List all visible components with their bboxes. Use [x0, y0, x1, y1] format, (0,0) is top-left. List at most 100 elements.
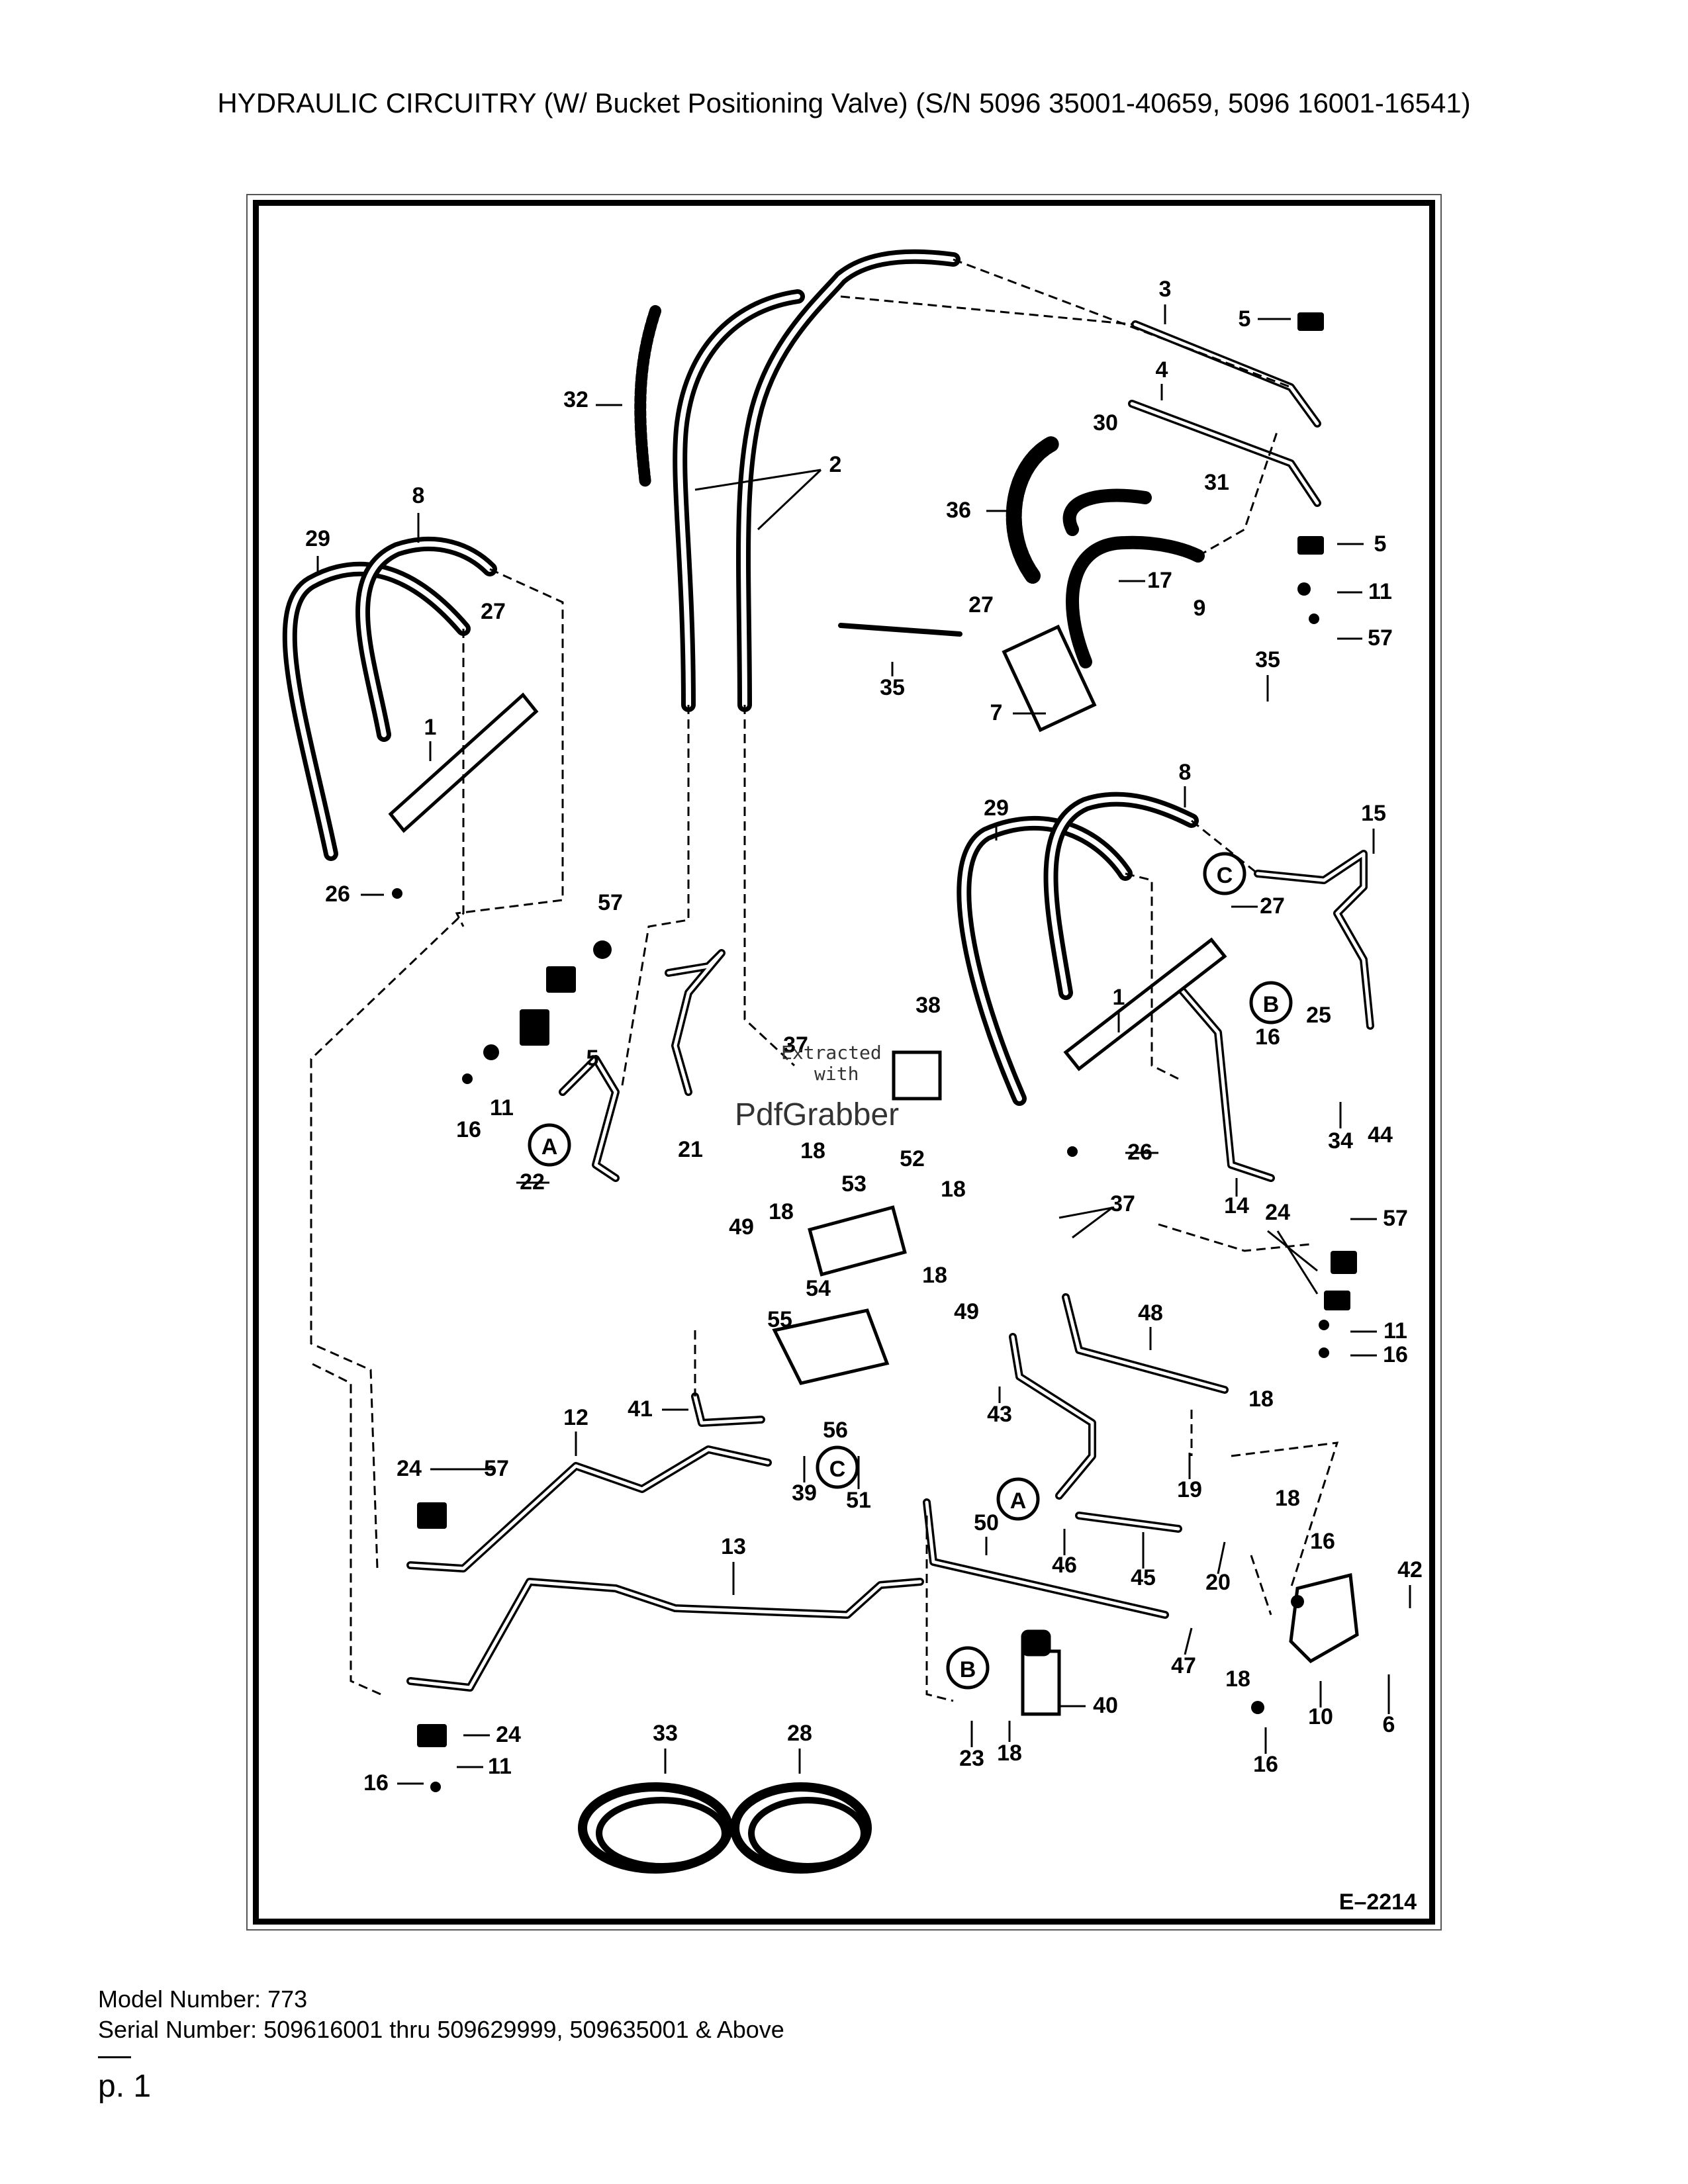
callout-label: 57 [1368, 625, 1393, 651]
callout-label: 1 [424, 715, 437, 740]
callout-label: 16 [1310, 1529, 1335, 1554]
callout-label: 23 [959, 1746, 984, 1771]
callout-label: 6 [1383, 1712, 1395, 1737]
callout-label: 35 [880, 675, 905, 700]
callout-label: 11 [490, 1095, 514, 1120]
callout-label: 33 [653, 1721, 678, 1746]
callout-label: 47 [1171, 1653, 1196, 1678]
callout-label: 5 [1239, 306, 1251, 332]
callout-label: 11 [1383, 1318, 1407, 1343]
callout-label: 51 [846, 1488, 871, 1513]
callout-label: 4 [1156, 357, 1168, 383]
circle-callout-letter: B [1263, 992, 1280, 1017]
figure-code: E–2214 [1339, 1889, 1417, 1915]
callout-label: 46 [1052, 1553, 1077, 1578]
callout-label: 39 [792, 1480, 817, 1506]
callout-label: 5 [1374, 531, 1387, 557]
circle-callout-ring [1249, 981, 1293, 1024]
callout-label: 52 [900, 1146, 925, 1171]
callout-label: 38 [915, 993, 941, 1018]
callout-label: 21 [678, 1137, 703, 1162]
callout-label: 48 [1138, 1300, 1163, 1326]
circle-callout: C [816, 1445, 859, 1489]
callout-label: 26 [325, 882, 350, 907]
circle-callout-letter: C [1217, 863, 1233, 888]
callout-label: 18 [1248, 1387, 1274, 1412]
callout-label: 9 [1194, 596, 1206, 621]
callout-label: 24 [496, 1722, 521, 1747]
callout-label: 27 [481, 599, 506, 624]
callout-label: 28 [787, 1721, 812, 1746]
callout-label: 50 [974, 1510, 999, 1535]
circle-callout-letter: A [1010, 1488, 1027, 1514]
circle-callout-letter: C [829, 1457, 846, 1482]
callout-label: 36 [946, 498, 971, 523]
callout-label: 11 [1368, 579, 1392, 604]
callout-label: 15 [1361, 801, 1386, 826]
circle-callout-ring [946, 1646, 990, 1690]
watermark: Extracted with PdfGrabber [735, 1042, 899, 1132]
watermark-line1: Extracted [781, 1042, 882, 1064]
callout-label: 16 [363, 1770, 389, 1796]
callout-label: 18 [922, 1263, 947, 1288]
callout-label: 18 [769, 1199, 794, 1224]
callout-label: 29 [984, 796, 1009, 821]
circle-callout-letter: B [960, 1657, 976, 1682]
callout-label: 57 [598, 890, 623, 915]
diagram-outer-frame [246, 194, 1442, 1931]
callout-label: 44 [1368, 1122, 1393, 1148]
circle-callout: A [528, 1123, 571, 1167]
callout-label: 24 [397, 1456, 422, 1481]
callout-label: 40 [1093, 1693, 1118, 1718]
callout-label: 57 [1383, 1206, 1408, 1231]
diagram-frame [253, 200, 1435, 1925]
valves [772, 1050, 1359, 1716]
callout-label: 20 [1205, 1570, 1231, 1595]
callout-label: 49 [954, 1299, 979, 1324]
callout-label: 31 [1204, 470, 1229, 495]
serial-number: Serial Number: 509616001 thru 509629999,… [98, 2016, 784, 2043]
callout-label: 54 [806, 1276, 831, 1301]
callout-label: 16 [1383, 1342, 1408, 1367]
circle-callout: A [996, 1477, 1040, 1521]
circle-callouts: C B A C A B [528, 852, 1293, 1690]
callout-label: 12 [563, 1405, 588, 1430]
callout-label: 22 [520, 1169, 545, 1195]
watermark-brand: PdfGrabber [735, 1097, 899, 1132]
leader-lines [316, 304, 1411, 1785]
circle-callout-ring [528, 1123, 571, 1167]
callout-label: 8 [1179, 760, 1192, 785]
callout-label: 56 [823, 1418, 848, 1443]
callout-label: 35 [1255, 647, 1280, 672]
callout-label: 10 [1308, 1704, 1333, 1729]
circle-callout-letter: A [541, 1134, 558, 1160]
page-number: p. 1 [98, 2069, 152, 2104]
callout-label: 7 [990, 700, 1003, 725]
callout-label: 16 [1255, 1024, 1280, 1050]
callout-label: 26 [1127, 1140, 1152, 1165]
callout-label: 1 [1113, 985, 1125, 1010]
callout-label: 29 [305, 526, 330, 551]
circle-callout-ring [996, 1477, 1040, 1521]
callout-label: 53 [841, 1171, 867, 1197]
callout-label: 37 [783, 1032, 808, 1058]
callout-label: 5 [586, 1046, 599, 1071]
callout-label: 11 [488, 1754, 512, 1779]
callout-label: 24 [1265, 1200, 1290, 1225]
callout-label: 43 [987, 1402, 1012, 1427]
callout-label: 16 [456, 1117, 481, 1142]
hoses [282, 249, 1205, 1874]
callout-label: 57 [484, 1456, 509, 1481]
circle-callout: B [1249, 981, 1293, 1024]
callout-label: 3 [1159, 277, 1172, 302]
callout-label: 2 [829, 452, 842, 477]
watermark-line2: with [814, 1063, 859, 1085]
callout-label: 18 [1275, 1486, 1300, 1511]
callout-label: 8 [412, 483, 425, 508]
model-number: Model Number: 773 [98, 1985, 308, 2013]
callout-label: 25 [1306, 1003, 1331, 1028]
page-title: HYDRAULIC CIRCUITRY (W/ Bucket Positioni… [217, 87, 1471, 118]
callout-label: 34 [1328, 1128, 1353, 1154]
